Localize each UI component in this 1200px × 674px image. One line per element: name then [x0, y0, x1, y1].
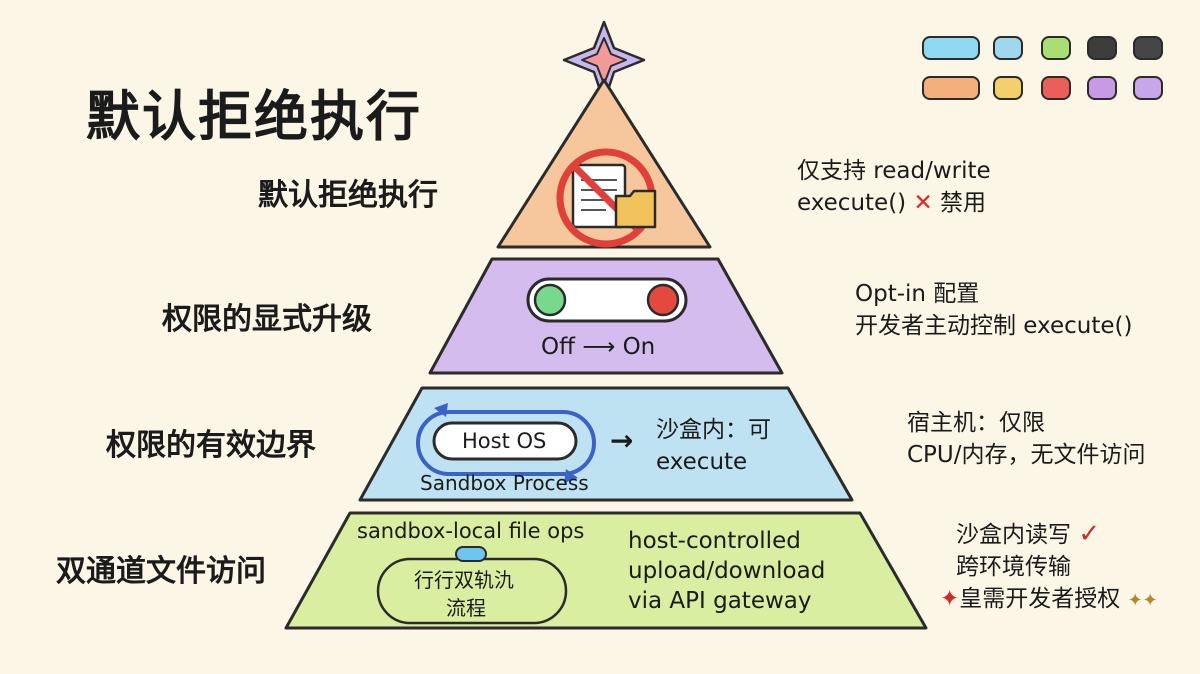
dual-track-icon [376, 546, 568, 625]
gateway-line-1: host-controlled [628, 528, 801, 554]
gateway-line-3: via API gateway [628, 588, 812, 614]
host-os-label: Host OS [462, 429, 547, 453]
layer-2-note-line-1: Opt-in 配置 [855, 281, 980, 307]
layer-4-note: 沙盒内读写 ✓ 跨环境传输 ✦皇需开发者授权 ✦✦ [940, 518, 1158, 617]
disabled-text: 禁用 [940, 190, 987, 216]
layer-4-label: 双通道文件访问 [56, 554, 266, 589]
palette-swatch [993, 36, 1023, 60]
palette-swatch [993, 76, 1023, 100]
layer-4-note-line-1: 沙盒内读写 ✓ [940, 518, 1158, 551]
layer-2-label: 权限的显式升级 [162, 302, 372, 337]
sandbox-result-line-2: execute [656, 449, 748, 475]
arrow-right-icon: → [610, 424, 634, 457]
switch-arrow-icon: ⟶ [582, 334, 616, 360]
page-title: 默认拒绝执行 [86, 85, 422, 148]
dual-track-line-2: 流程 [446, 596, 486, 620]
sparkles-icon: ✦✦ [1127, 590, 1158, 611]
layer-4-note-line-3: ✦皇需开发者授权 ✦✦ [940, 583, 1158, 617]
switch-caption: Off ⟶ On [541, 333, 655, 362]
layer-3-note-line-1: 宿主机：仅限 [907, 410, 1045, 436]
layer-2-note: Opt-in 配置 开发者主动控制 execute() [855, 278, 1132, 342]
sandbox-process-label: Sandbox Process [420, 471, 589, 495]
sandbox-rw-text: 沙盒内读写 [956, 522, 1071, 548]
toggle-switch [526, 277, 688, 323]
execute-text: execute() [797, 190, 907, 216]
switch-on-label: On [622, 334, 656, 360]
cross-icon: ✕ [913, 190, 933, 216]
layer-2-note-line-2: 开发者主动控制 execute() [855, 313, 1133, 339]
switch-off-label: Off [541, 334, 575, 360]
palette-swatch [1041, 36, 1071, 60]
layer-1-label: 默认拒绝执行 [258, 178, 438, 213]
palette-swatch [1087, 36, 1117, 60]
layer-1-note-line-2: execute() ✕ 禁用 [797, 187, 991, 219]
switch-on-dot [646, 283, 680, 317]
check-icon: ✓ [1078, 519, 1101, 549]
layer-3-label: 权限的有效边界 [106, 428, 316, 463]
auth-required-text: 皇需开发者授权 [959, 586, 1121, 612]
sandbox-loop-icon [416, 403, 596, 483]
layer-4-shape [284, 511, 928, 630]
layer-1-note-line-1: 仅支持 read/write [797, 158, 991, 184]
switch-off-dot [533, 283, 567, 317]
sandbox-local-label: sandbox-local file ops [357, 519, 585, 543]
layer-3-note-line-2: CPU/内存，无文件访问 [907, 442, 1146, 468]
sandbox-result-line-1: 沙盒内：可 [656, 417, 771, 443]
palette-swatch [922, 76, 980, 100]
palette-swatch [1041, 76, 1071, 100]
layer-3-note: 宿主机：仅限 CPU/内存，无文件访问 [907, 407, 1146, 471]
palette-swatch [922, 36, 980, 60]
dual-track-line-1: 行行双轨氿 [414, 568, 514, 592]
palette-swatch [1087, 76, 1117, 100]
palette-swatch [1133, 76, 1163, 100]
layer-4-note-line-2: 跨环境传输 [956, 554, 1071, 580]
layer-1-note: 仅支持 read/write execute() ✕ 禁用 [797, 155, 991, 219]
palette-swatch [1133, 36, 1163, 60]
gateway-line-2: upload/download [628, 558, 826, 584]
sparkle-icon: ✦ [940, 586, 960, 612]
no-execute-document-icon [556, 148, 657, 248]
